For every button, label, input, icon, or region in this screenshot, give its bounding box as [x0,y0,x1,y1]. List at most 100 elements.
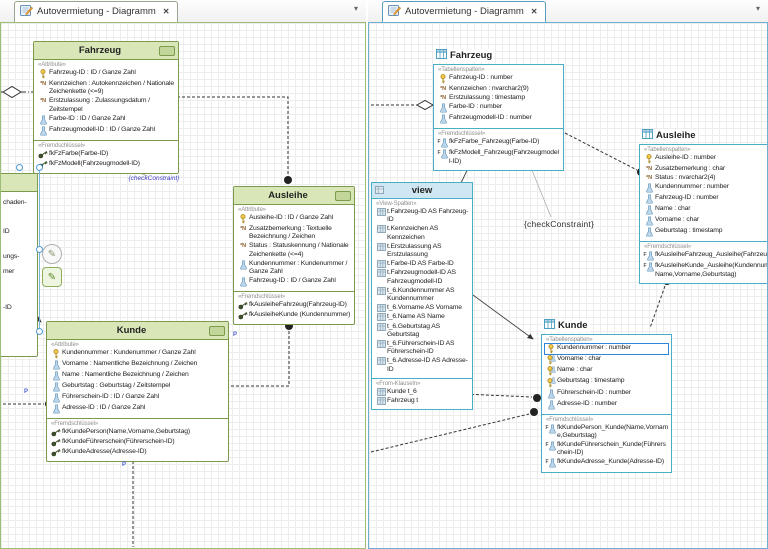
from-clause-row[interactable]: Fahrzeug t [375,397,469,405]
column-row[interactable]: Fahrzeug-ID : number [437,74,560,84]
table-ausleihe[interactable]: Ausleihe «Tabellenspalten» Ausleihe-ID :… [639,129,767,284]
view-column-row[interactable]: t.Fahrzeugmodell-ID AS Fahrzeugmodell-ID [375,269,469,285]
column-row[interactable]: Fahrzeug-ID : number [643,194,767,204]
foreign-key-row[interactable]: fkFzFarbe(Farbe-ID) [37,150,175,159]
selection-handle[interactable] [36,164,43,171]
foreign-key-row[interactable]: fkKundePerson(Name,Vorname,Geburtstag) [50,428,225,437]
quick-edit-button[interactable]: ✎ [42,244,62,264]
close-icon[interactable]: ✕ [530,7,538,16]
view-column-row[interactable]: t_6.Vorname AS Vorname [375,304,469,313]
column-row[interactable]: Vorname : char [545,355,668,365]
row-text: Adresse-ID : ID / Ganze Zahl [62,404,146,411]
entity-fahrzeug[interactable]: Fahrzeug «Attribute» Fahrzeug-ID : ID / … [33,41,179,174]
row-text: Farbe-ID : number [449,103,502,111]
entity-header[interactable]: Kunde [47,322,228,340]
foreign-key-row[interactable]: fkFzModell(Fahrzeugmodell-ID) [37,160,175,169]
column-row[interactable]: Kundennummer : number [544,343,669,355]
attribute-row[interactable]: Vorname : Namentliche Bezeichnung / Zeic… [50,360,225,370]
edit-entity-button[interactable]: ✎ [42,267,62,287]
column-row[interactable]: Ausleihe-ID : number [643,154,767,164]
attribute-row[interactable]: Führerschein-ID : ID / Ganze Zahl [50,393,225,403]
foreign-key-row[interactable]: fkKundeAdresse(Adresse-ID) [50,448,225,457]
table-fahrzeug[interactable]: Fahrzeug «Tabellenspalten» Fahrzeug-ID :… [433,49,564,171]
view-column-row[interactable]: t_6.Führerschein-ID AS Führerschein-ID [375,340,469,356]
view-column-row[interactable]: t.Fahrzeug-ID AS Fahrzeug-ID [375,208,469,224]
tab-diagram-left[interactable]: Autovermietung - Diagramm ✕ [14,1,178,22]
column-row[interactable]: Name : char [545,366,668,376]
entity-header[interactable] [1,174,37,192]
table-title[interactable]: Ausleihe [640,129,698,142]
selection-handle[interactable] [16,164,23,171]
foreign-key-row[interactable]: FfkAusleiheKunde_Ausleihe(Kundennummer, … [643,262,767,278]
diagram-canvas-left[interactable]: chaden- ID ungs-mer -ID ✎ ✎ Fahrzeug «Attri… [0,22,366,549]
column-row[interactable]: Farbe-ID : number [437,103,560,113]
column-row[interactable]: Geburtstag : timestamp [643,227,767,237]
column-row[interactable]: Vorname : char [643,216,767,226]
entity-header[interactable]: Ausleihe [234,187,354,205]
attribute-row[interactable]: Fahrzeugmodell-ID : ID / Ganze Zahl [37,126,175,136]
view-column-row[interactable]: t_6.Kundennummer AS Kundennummer [375,287,469,303]
attribute-row[interactable]: chaden- [3,199,34,207]
column-row[interactable]: Geburtstag : timestamp [545,377,668,387]
attribute-row[interactable]: Geburtstag : Geburtstag / Zeitstempel [50,382,225,392]
foreign-key-row[interactable]: FfkAusleiheFahrzeug_Ausleihe(Fahrzeug-ID… [643,251,767,261]
attribute-row[interactable]: -ID [3,304,34,312]
entity-header[interactable]: Fahrzeug [34,42,178,60]
view-column-row[interactable]: t.Farbe-ID AS Farbe-ID [375,260,469,269]
attribute-row[interactable]: Farbe-ID : ID / Ganze Zahl [37,115,175,125]
view-column-row[interactable]: t_6.Name AS Name [375,313,469,322]
entity-kunde[interactable]: Kunde «Attribute» Kundennummer : Kundenu… [46,321,229,462]
foreign-key-row[interactable]: fkKundeFührerschein(Führerschein-ID) [50,438,225,447]
table-kunde[interactable]: Kunde «Tabellenspalten» Kundennummer : n… [541,319,672,474]
column-row[interactable]: Fahrzeugmodell-ID : number [437,114,560,124]
view-column-row[interactable]: t.Erstzulassung AS Erstzulassung [375,243,469,259]
attribute-row[interactable]: Kundennummer : Kundenummer / Ganze Zahl [50,349,225,359]
column-row[interactable]: Kundennummer : number [643,183,767,193]
close-icon[interactable]: ✕ [162,7,170,16]
attribute-row[interactable]: Name : Namentliche Bezeichnung / Zeichen [50,371,225,381]
attribute-row[interactable]: Fahrzeug-ID : ID / Ganze Zahl [37,69,175,79]
from-clause-row[interactable]: Kunde t_6 [375,388,469,396]
tab-overflow-icon[interactable]: ▾ [755,4,760,13]
table-view[interactable]: view «View-Spalten» t.Fahrzeug-ID AS Fah… [371,182,473,411]
attribute-row[interactable]: ID [3,228,34,236]
column-row[interactable]: Adresse-ID : number [545,400,668,410]
attribute-row[interactable]: Adresse-ID : ID / Ganze Zahl [50,404,225,414]
column-row[interactable]: Führerschein-ID : number [545,389,668,399]
selection-handle[interactable] [36,328,43,335]
attribute-row[interactable]: Ausleihe-ID : ID / Ganze Zahl [237,214,351,224]
entity-ausleihe[interactable]: Ausleihe «Attribute» Ausleihe-ID : ID / … [233,186,355,326]
foreign-key-row[interactable]: fkAusleiheFahrzeug(Fahrzeug-ID) [237,301,351,310]
attribute-row[interactable]: mer [3,268,34,276]
entity-partial[interactable]: chaden- ID ungs-mer -ID [1,173,38,357]
attribute-row[interactable]: ungs- [3,253,34,261]
attribute-row[interactable]: Fahrzeug-ID : ID / Ganze Zahl [237,277,351,287]
foreign-key-row[interactable]: fkAusleiheKunde (Kundennummer) [237,311,351,320]
table-title[interactable]: Kunde [542,319,590,332]
view-header[interactable]: view [372,183,472,199]
attribute-row[interactable]: Kundennummer : Kundenummer / Ganze Zahl [237,260,351,276]
tab-overflow-icon[interactable]: ▾ [353,4,358,13]
tab-diagram-right[interactable]: Autovermietung - Diagramm ✕ [382,1,546,22]
view-column-row[interactable]: t.Kennzeichen AS Kennzeichen [375,225,469,241]
column-row[interactable]: Name : char [643,205,767,215]
table-title[interactable]: Fahrzeug [434,49,495,62]
role-label-p: P [24,389,29,395]
view-column-row[interactable]: t_6.Adresse-ID AS Adresse-ID [375,357,469,373]
diagram-canvas-right[interactable]: Fahrzeug «Tabellenspalten» Fahrzeug-ID :… [368,22,768,549]
view-column-row[interactable]: t_6.Geburtstag AS Geburtstag [375,323,469,339]
